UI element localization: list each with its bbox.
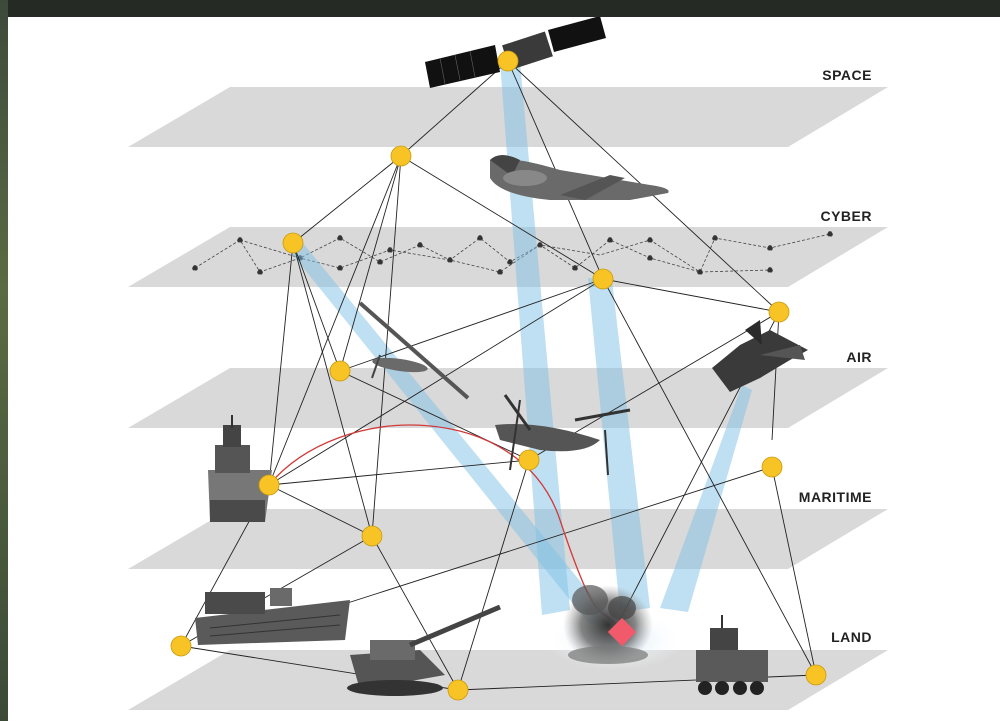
multi-domain-diagram: SPACE CYBER AIR MARITIME LAND — [8, 17, 1000, 721]
drone-icon — [358, 301, 470, 400]
layer-label-space: SPACE — [822, 67, 872, 83]
layer-label-maritime: MARITIME — [799, 489, 872, 505]
node-air-east — [768, 301, 790, 323]
business-jet-icon — [490, 155, 669, 200]
node-drone — [329, 360, 351, 382]
node-warship — [258, 474, 280, 496]
sam-launcher-icon — [195, 588, 350, 645]
window-top-edge — [0, 0, 1000, 17]
fighter-beam — [660, 385, 752, 612]
target-diamond-icon — [607, 617, 637, 647]
stealth-fighter-icon — [712, 320, 808, 392]
layer-label-land: LAND — [831, 629, 872, 645]
node-robotic-vehicle — [805, 664, 827, 686]
cyber-network — [192, 231, 833, 275]
cyber-plane — [128, 227, 888, 287]
node-tiltrotor — [518, 449, 540, 471]
drone-beam — [285, 242, 612, 625]
satellite-beam — [500, 62, 570, 615]
tiltrotor-icon — [495, 394, 631, 476]
node-maritime-east — [761, 456, 783, 478]
node-sam — [170, 635, 192, 657]
land-plane — [128, 650, 888, 710]
node-howitzer — [447, 679, 469, 701]
network-nodes — [170, 50, 827, 701]
howitzer-icon — [347, 604, 501, 696]
window-left-edge — [0, 0, 8, 721]
explosion-icon — [563, 585, 653, 665]
cyber-node-beam — [588, 278, 650, 612]
diagram-canvas: SPACE CYBER AIR MARITIME LAND — [128, 17, 888, 710]
robotic-vehicle-icon — [696, 615, 768, 695]
node-maritime-center — [361, 525, 383, 547]
node-cyber-west — [282, 232, 304, 254]
layer-label-cyber: CYBER — [820, 208, 872, 224]
warship-icon — [208, 415, 272, 522]
node-space-relay — [390, 145, 412, 167]
node-satellite — [497, 50, 519, 72]
sensor-beams — [285, 62, 752, 625]
layer-label-air: AIR — [846, 349, 872, 365]
node-cyber-east — [592, 268, 614, 290]
